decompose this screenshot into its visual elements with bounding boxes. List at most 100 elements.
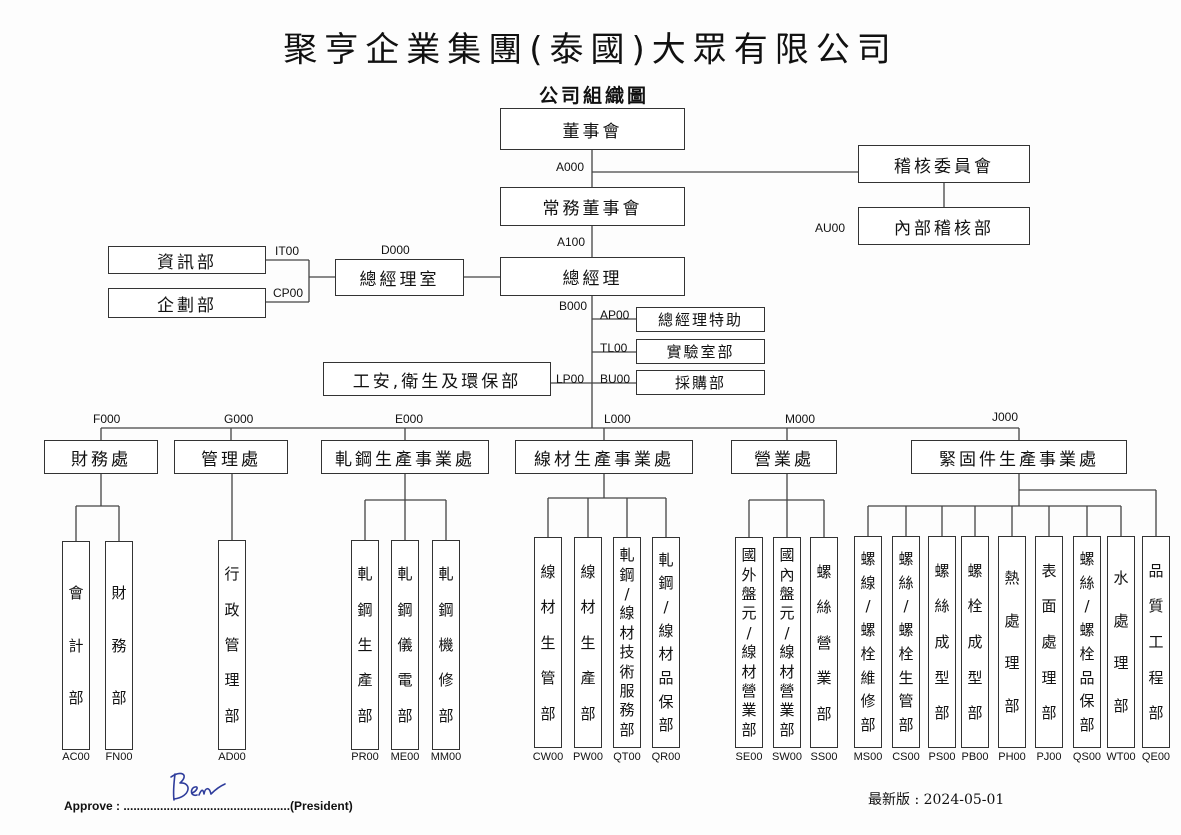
department-label-char: 處 — [1041, 632, 1057, 651]
department-code: AC00 — [62, 751, 90, 763]
department-code: FN00 — [105, 751, 133, 763]
department-label-char: 政 — [224, 600, 240, 619]
gm-office-box: 總經理室 — [335, 259, 464, 296]
department-label-char: 工 — [1148, 632, 1164, 651]
department-box: 熱處理部 — [998, 536, 1026, 748]
department-label-char: 品 — [658, 668, 674, 687]
department-code: QS00 — [1072, 751, 1102, 763]
department-label-char: 部 — [1079, 716, 1095, 735]
department-label-char: 計 — [68, 636, 84, 655]
department-label-char: 部 — [934, 704, 950, 723]
department-label-char: 管 — [898, 692, 914, 711]
department-label-char: 絲 — [1079, 573, 1095, 592]
department-label-char: 線 — [741, 643, 757, 662]
department-label-char: 機 — [438, 635, 454, 654]
department-box: 表面處理部 — [1035, 536, 1063, 748]
internal-audit-code: AU00 — [815, 221, 846, 235]
gm-assistant-code: AP00 — [600, 308, 630, 322]
department-label-char: 元 — [779, 604, 795, 623]
department-label-char: 鋼 — [357, 600, 373, 619]
department-label-char: 線 — [619, 604, 635, 623]
department-label-char: 保 — [1079, 692, 1095, 711]
safety-env-box: 工安,衛生及環保部 — [323, 362, 551, 396]
department-label-char: 務 — [619, 701, 635, 720]
division-code: J000 — [992, 410, 1019, 424]
department-box: 螺栓成型部 — [961, 536, 989, 748]
division-steel-rolling-box: 軋鋼生產事業處 — [321, 440, 489, 474]
department-label-char: 部 — [860, 716, 876, 735]
department-label-char: 線 — [540, 562, 556, 581]
department-label-char: 成 — [934, 632, 950, 651]
board-code: A000 — [556, 160, 585, 174]
information-dept-box: 資訊部 — [108, 246, 266, 274]
department-label-char: 產 — [357, 671, 373, 690]
department-box: 軋鋼儀電部 — [391, 540, 419, 750]
department-label-char: 品 — [1148, 561, 1164, 580]
executive-board-box: 常務董事會 — [500, 187, 685, 226]
department-label-char: 水 — [1113, 568, 1129, 587]
department-label-char: 絲 — [934, 597, 950, 616]
department-label-char: 處 — [1113, 611, 1129, 630]
department-label-char: 業 — [816, 669, 832, 687]
company-title: 聚亨企業集團(泰國)大眾有限公司 — [283, 30, 898, 70]
department-label-char: 部 — [779, 720, 795, 739]
department-box: 行政管理部 — [218, 540, 246, 750]
department-box: 水處理部 — [1107, 536, 1135, 748]
department-label-char: 型 — [934, 668, 950, 687]
department-label-char: 部 — [741, 720, 757, 739]
department-label-char: 型 — [967, 668, 983, 687]
department-label-char: 維 — [860, 668, 876, 687]
department-label-char: 部 — [580, 704, 596, 723]
department-label-char: 鋼 — [658, 574, 674, 593]
department-label-char: 線 — [580, 562, 596, 581]
department-label-char: 材 — [619, 623, 635, 642]
department-box: 螺線/螺栓維修部 — [854, 536, 882, 748]
department-label-char: 管 — [540, 669, 556, 687]
division-finance-box: 財務處 — [44, 440, 158, 474]
department-code: ME00 — [390, 751, 420, 763]
department-label-char: / — [784, 623, 790, 642]
department-label-char: 營 — [816, 633, 832, 652]
department-label-char: 螺 — [1079, 621, 1095, 640]
general-manager-box: 總經理 — [500, 257, 685, 296]
department-label-char: 螺 — [967, 561, 983, 580]
department-label-char: 線 — [860, 573, 876, 592]
department-box: 軋鋼生產部 — [351, 540, 379, 750]
department-box: 軋鋼/線材技術服務部 — [613, 537, 641, 748]
department-box: 國內盤元/線材營業部 — [773, 537, 801, 748]
department-label-char: 部 — [967, 704, 983, 723]
department-code: CS00 — [892, 751, 920, 763]
department-label-char: / — [1084, 597, 1090, 616]
department-label-char: 營 — [779, 681, 795, 700]
audit-committee-box: 稽核委員會 — [858, 145, 1030, 183]
department-label-char: 管 — [224, 635, 240, 654]
department-box: 螺絲/螺栓生管部 — [892, 536, 920, 748]
department-label-char: 會 — [68, 583, 84, 602]
department-box: 螺絲/螺栓品保部 — [1073, 536, 1101, 748]
department-label-char: 螺 — [860, 621, 876, 640]
department-label-char: 修 — [860, 692, 876, 711]
department-code: PB00 — [961, 751, 989, 763]
department-label-char: 財 — [111, 583, 127, 602]
department-label-char: 線 — [779, 643, 795, 662]
information-dept-code: IT00 — [275, 244, 300, 258]
department-label-char: 部 — [357, 706, 373, 725]
department-label-char: 鋼 — [397, 600, 413, 619]
department-label-char: 修 — [438, 671, 454, 690]
department-label-char: 內 — [779, 565, 795, 584]
department-label-char: 保 — [658, 692, 674, 711]
laboratory-box: 實驗室部 — [636, 339, 765, 364]
department-label-char: 螺 — [934, 561, 950, 580]
department-label-char: 國 — [779, 546, 795, 565]
department-label-char: / — [663, 597, 669, 616]
department-label-char: 栓 — [860, 644, 876, 663]
department-label-char: 鋼 — [438, 600, 454, 619]
laboratory-code: TL00 — [600, 341, 628, 355]
gm-office-code: D000 — [381, 243, 410, 257]
division-fastener-box: 緊固件生產事業處 — [911, 440, 1127, 474]
department-label-char: 熱 — [1004, 568, 1020, 587]
department-label-char: 外 — [741, 565, 757, 584]
department-code: SS00 — [810, 751, 838, 763]
department-box: 線材生產部 — [574, 537, 602, 748]
department-code: MS00 — [853, 751, 883, 763]
